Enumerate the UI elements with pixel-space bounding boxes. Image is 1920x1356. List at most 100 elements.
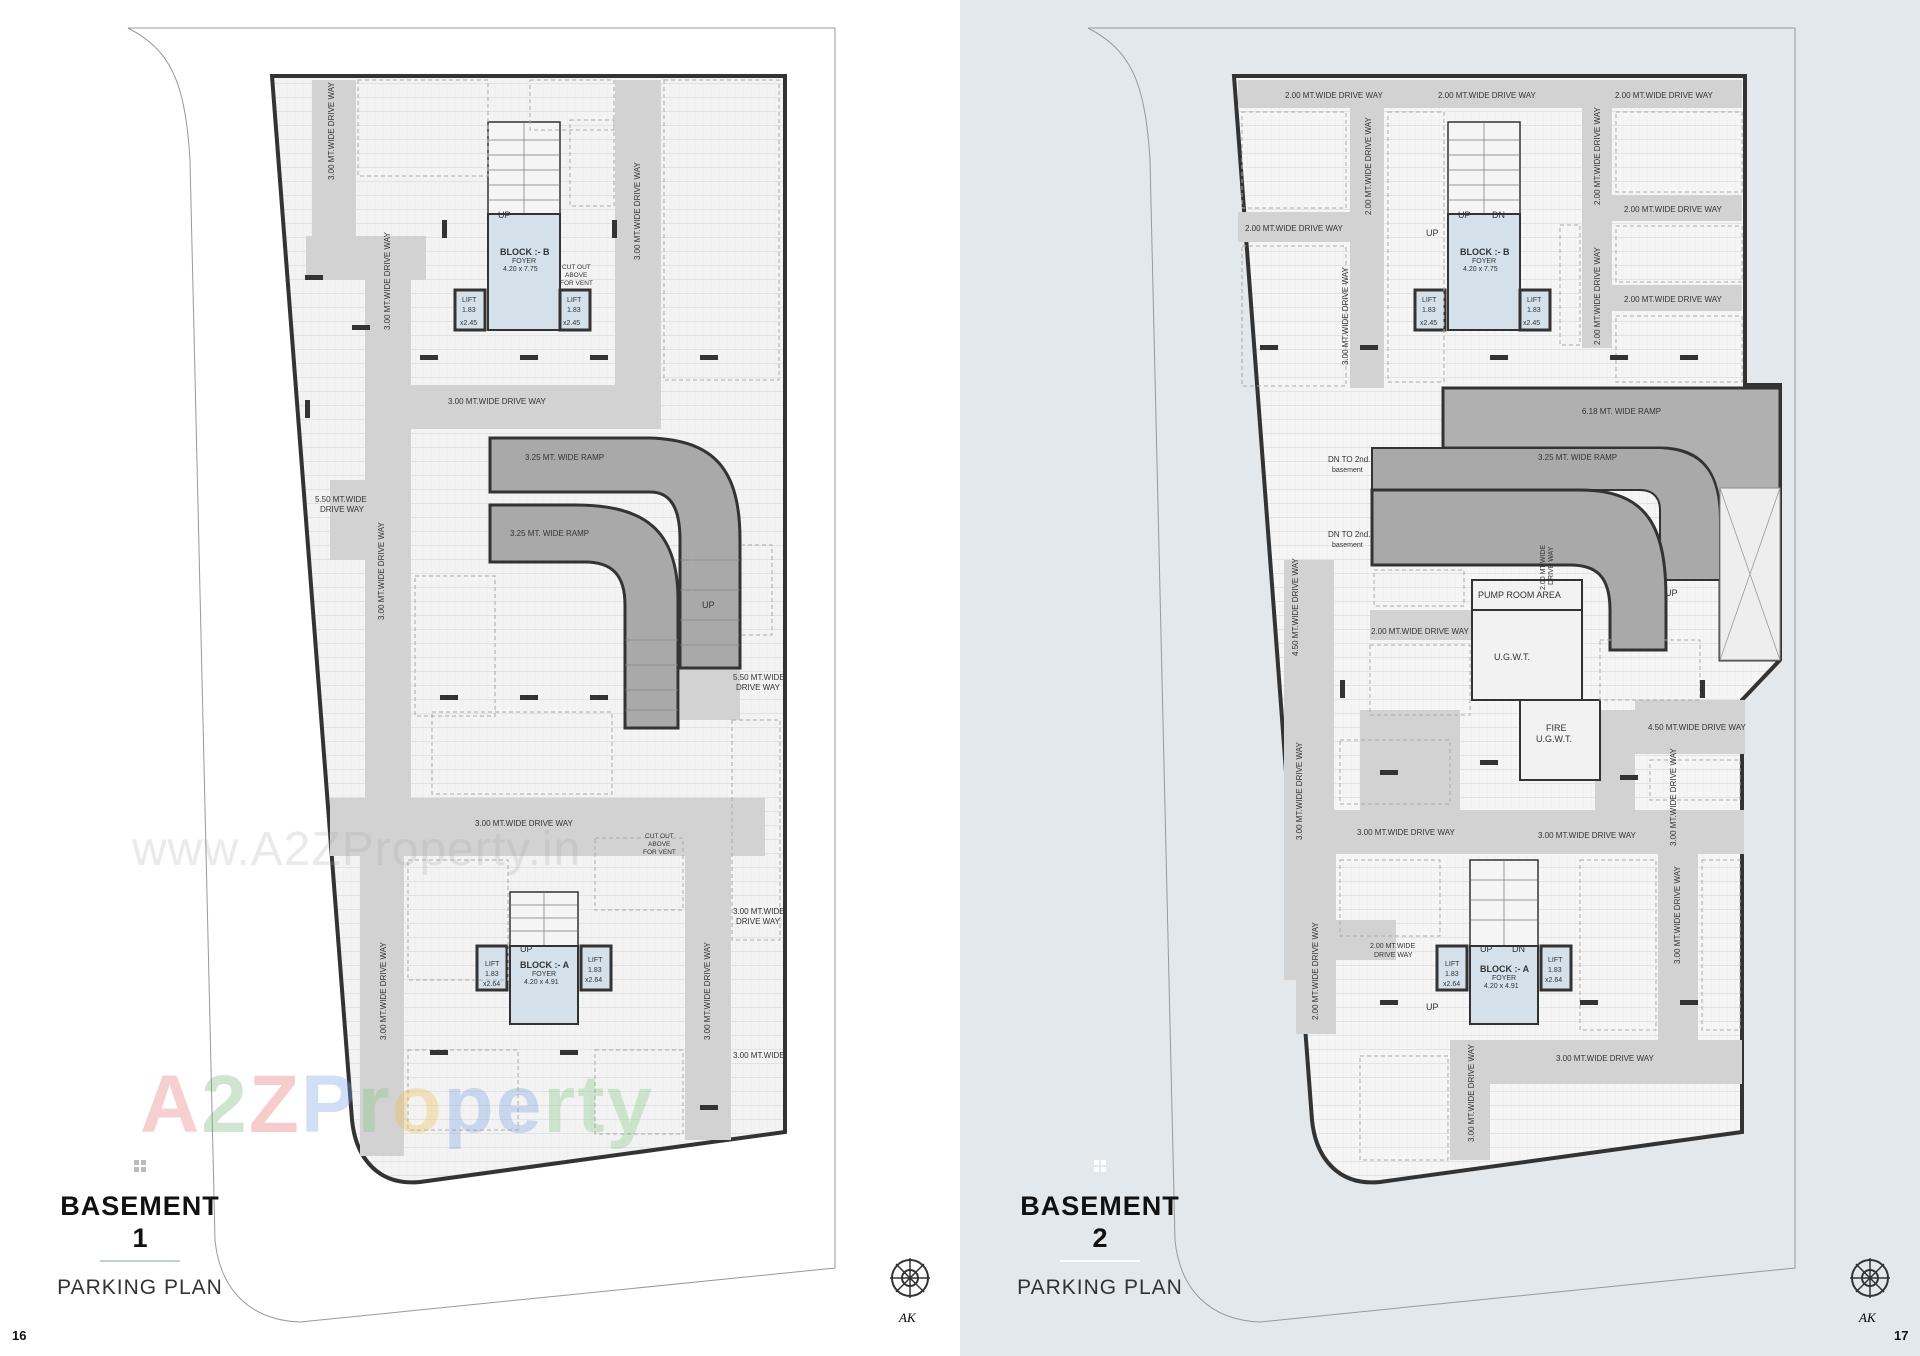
label-dn-basement: basement (1332, 542, 1363, 549)
label-block-a: BLOCK :- A (520, 960, 570, 970)
label-block-b: BLOCK :- B (1460, 247, 1510, 257)
label-dn-basement: basement (1332, 467, 1363, 474)
label-cut-out: ABOVE (565, 272, 588, 279)
basement-1-page: 3.00 MT.WIDE DRIVE WAY 3.00 MT.WIDE DRIV… (12, 27, 930, 1343)
label-lift: x2.45 (563, 320, 580, 327)
label-lift: x2.45 (1420, 320, 1437, 327)
label-dn: DN (1492, 210, 1505, 220)
label-lift: x2.64 (1545, 977, 1562, 984)
site-boundary (1087, 27, 1796, 1323)
page-number: 17 (1894, 1328, 1909, 1343)
svg-text:AK: AK (1858, 1310, 1877, 1325)
label-dn-basement: DN TO 2nd. (1328, 455, 1370, 464)
label-driveway: 3.00 MT.WIDE DRIVE WAY (475, 819, 573, 828)
label-driveway-550: 5.50 MT.WIDE (733, 673, 785, 682)
label-block-b: BLOCK :- B (500, 247, 550, 257)
parking-bays (1241, 111, 1743, 1161)
label-driveway: 2.00 MT.WIDE DRIVE WAY (1438, 91, 1536, 100)
label-lift: 1.83 (1527, 307, 1541, 314)
label-lift: LIFT (1422, 297, 1437, 304)
plan-subtitle: PARKING PLAN (57, 1276, 223, 1299)
label-up: UP (702, 600, 715, 610)
basement-1-plan: 3.00 MT.WIDE DRIVE WAY 3.00 MT.WIDE DRIV… (127, 27, 836, 1323)
driveways (1238, 80, 1745, 1160)
label-driveway: 3.00 MT.WIDE DRIVE WAY (1295, 742, 1304, 840)
label-driveway: 3.00 MT.WIDE DRIVE WAY (703, 942, 712, 1040)
label-driveway: 2.00 MT.WIDE DRIVE WAY (1364, 117, 1373, 215)
label-lift: x2.64 (483, 981, 500, 988)
label-driveway-550: 5.50 MT.WIDE (315, 495, 367, 504)
label-lift: 1.83 (1445, 971, 1459, 978)
plan-title-block: BASEMENT 1 PARKING PLAN (40, 1160, 240, 1300)
label-foyer: FOYER (532, 971, 556, 978)
label-driveway: 3.00 MT.WIDE DRIVE WAY (1538, 831, 1636, 840)
columns (305, 220, 718, 1110)
label-lift: x2.64 (1443, 981, 1460, 988)
brand-emblem-icon: AK (1850, 1258, 1890, 1325)
label-up: UP (498, 210, 511, 220)
label-driveway: 2.00 MT.WIDE DRIVE WAY (1245, 224, 1343, 233)
label-driveway: DRIVE WAY (736, 917, 781, 926)
label-ramp: 3.25 MT. WIDE RAMP (1538, 453, 1617, 462)
label-driveway-550: DRIVE WAY (736, 683, 781, 692)
watermark-url: www.A2ZProperty.in (132, 823, 582, 876)
label-lift: x2.45 (460, 320, 477, 327)
core-block-b (1413, 121, 1552, 332)
label-driveway: 3.00 MT.WIDE DRIVE WAY (327, 82, 336, 180)
label-lift: LIFT (1527, 297, 1542, 304)
basement-2-page: 2.00 MT.WIDE DRIVE WAY 2.00 MT.WIDE DRIV… (960, 0, 1920, 1356)
label-dn: DN (1512, 944, 1525, 954)
title-divider (1060, 1260, 1140, 1262)
title-dots-icon (1094, 1160, 1106, 1172)
parking-bays (357, 79, 781, 1135)
label-driveway: 3.00 MT.WIDE DRIVE WAY (1467, 1044, 1476, 1142)
label-lift: LIFT (1548, 957, 1563, 964)
title-divider (100, 1260, 180, 1262)
page-number: 16 (12, 1328, 27, 1343)
core-block-b (453, 121, 592, 332)
label-driveway: 4.50 MT.WIDE DRIVE WAY (1291, 558, 1300, 656)
core-block-a (1435, 859, 1573, 1025)
label-up: UP (1458, 210, 1471, 220)
watermark-logo: A2ZProperty (140, 1059, 655, 1150)
label-driveway-550: DRIVE WAY (320, 505, 365, 514)
label-lift: LIFT (588, 957, 603, 964)
label-driveway: 3.00 MT.WIDE DRIVE WAY (379, 942, 388, 1040)
plan-subtitle: PARKING PLAN (1017, 1276, 1183, 1299)
label-ramp: 3.25 MT. WIDE RAMP (525, 453, 604, 462)
brand-emblem-icon: AK (890, 1258, 930, 1325)
label-lift: LIFT (485, 961, 500, 968)
label-cut-out: FOR VENT (560, 280, 593, 287)
label-driveway: 3.00 MT.WIDE DRIVE WAY (1556, 1054, 1654, 1063)
label-ramp: 3.25 MT. WIDE RAMP (510, 529, 589, 538)
label-driveway: 3.00 MT.WIDE (733, 1051, 785, 1060)
label-lift: x2.45 (1523, 320, 1540, 327)
basement-2-plan: 2.00 MT.WIDE DRIVE WAY 2.00 MT.WIDE DRIV… (1087, 27, 1796, 1323)
ramps (1370, 386, 1782, 662)
label-ugwt: U.G.W.T. (1494, 652, 1530, 662)
label-lift: LIFT (462, 297, 477, 304)
label-lift: 1.83 (588, 967, 602, 974)
label-foyer-size: 4.20 x 7.75 (1463, 266, 1498, 273)
svg-text:AK: AK (898, 1310, 917, 1325)
driveways (306, 80, 765, 1156)
label-foyer: FOYER (1472, 258, 1496, 265)
plan-title: BASEMENT (60, 1191, 220, 1221)
site-boundary (127, 27, 836, 1323)
label-lift: 1.83 (567, 307, 581, 314)
plan-number: 1 (132, 1223, 148, 1253)
label-driveway: 3.00 MT.WIDE DRIVE WAY (1357, 828, 1455, 837)
label-lift: 1.83 (1422, 307, 1436, 314)
label-dn-basement: DN TO 2nd. (1328, 530, 1370, 539)
title-dots-icon (134, 1160, 146, 1172)
label-up: UP (520, 944, 533, 954)
label-driveway: 3.00 MT.WIDE DRIVE WAY (383, 232, 392, 330)
ramps (488, 436, 742, 730)
label-driveway: DRIVE WAY (1374, 952, 1413, 959)
label-up: UP (1426, 1002, 1439, 1012)
label-driveway: 2.00 MT.WIDE DRIVE WAY (1593, 107, 1602, 205)
label-up: UP (1665, 588, 1678, 598)
label-up: UP (1426, 228, 1439, 238)
label-cut-out: CUT OUT (645, 833, 674, 840)
label-lift: 1.83 (462, 307, 476, 314)
